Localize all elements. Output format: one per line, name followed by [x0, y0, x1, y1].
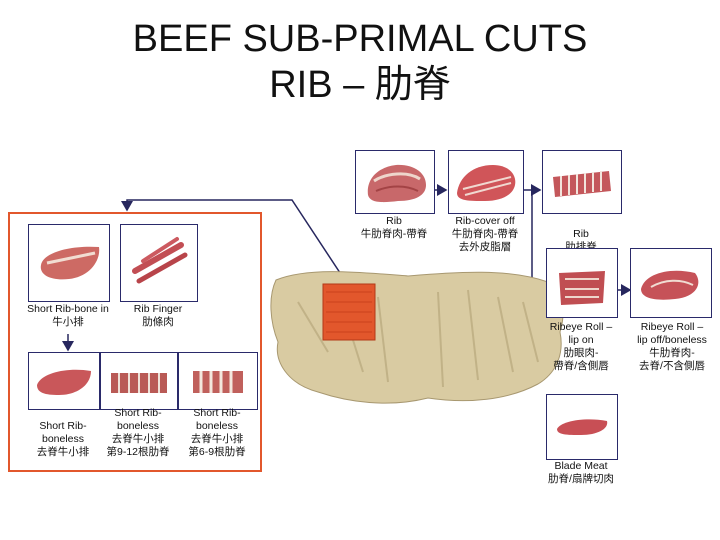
blade-meat-cut-icon: [557, 419, 608, 435]
rib-chop-image: [542, 150, 622, 214]
rib-label: Rib 牛肋脊肉-帶脊: [360, 215, 428, 240]
title-line-2: RIB – 肋脊: [269, 64, 451, 106]
rib-cut-icon: [367, 164, 426, 203]
short-rib-bone-in-cut-icon: [40, 246, 100, 280]
rib-finger-image: [120, 224, 198, 302]
ribeye-lip-off-cut-icon: [641, 270, 699, 300]
short-rib-boneless-b-label: Short Rib- boneless 去脊牛小排 第9-12根肋脊: [106, 407, 170, 458]
ribeye-lip-on-cut-icon: [559, 271, 605, 305]
short-rib-boneless-a-label: Short Rib- boneless 去脊牛小排: [36, 420, 90, 458]
rib-image: [355, 150, 435, 214]
short-rib-boneless-c-image: [178, 352, 258, 410]
short-rib-bone-in-label: Short Rib-bone in 牛小排: [27, 303, 109, 328]
ribeye-lip-on-image: [546, 248, 618, 318]
short-rib-boneless-b-cut-icon: [111, 373, 167, 393]
rib-cover-off-cut-icon: [457, 165, 516, 201]
short-rib-boneless-c-cut-icon: [193, 371, 243, 393]
rib-cover-off-label: Rib-cover off 牛肋脊肉-帶脊 去外皮脂層: [451, 215, 519, 253]
ribeye-lip-on-label: Ribeye Roll – lip on 肋眼肉- 帶脊/含側唇: [549, 321, 613, 372]
blade-meat-label: Blade Meat 肋脊/扇牌切肉: [548, 460, 614, 485]
short-rib-bone-in-image: [28, 224, 110, 302]
rib-finger-cut-icon: [132, 237, 188, 284]
short-rib-boneless-b-image: [100, 352, 178, 410]
title-line-1: BEEF SUB-PRIMAL CUTS: [132, 18, 588, 60]
short-rib-boneless-c-label: Short Rib- boneless 去脊牛小排 第6-9根肋脊: [188, 407, 246, 458]
short-rib-boneless-a-cut-icon: [37, 369, 91, 395]
ribeye-lip-off-label: Ribeye Roll – lip off/boneless 牛肋脊肉- 去脊/…: [637, 321, 707, 372]
rib-chop-cut-icon: [553, 171, 611, 197]
beef-carcass-illustration: [270, 271, 564, 404]
blade-meat-image: [546, 394, 618, 460]
short-rib-boneless-a-image: [28, 352, 100, 410]
rib-finger-label: Rib Finger 肋條肉: [133, 303, 183, 328]
ribeye-lip-off-image: [630, 248, 712, 318]
rib-cover-off-image: [448, 150, 524, 214]
short-rib-group-frame: [8, 212, 262, 472]
